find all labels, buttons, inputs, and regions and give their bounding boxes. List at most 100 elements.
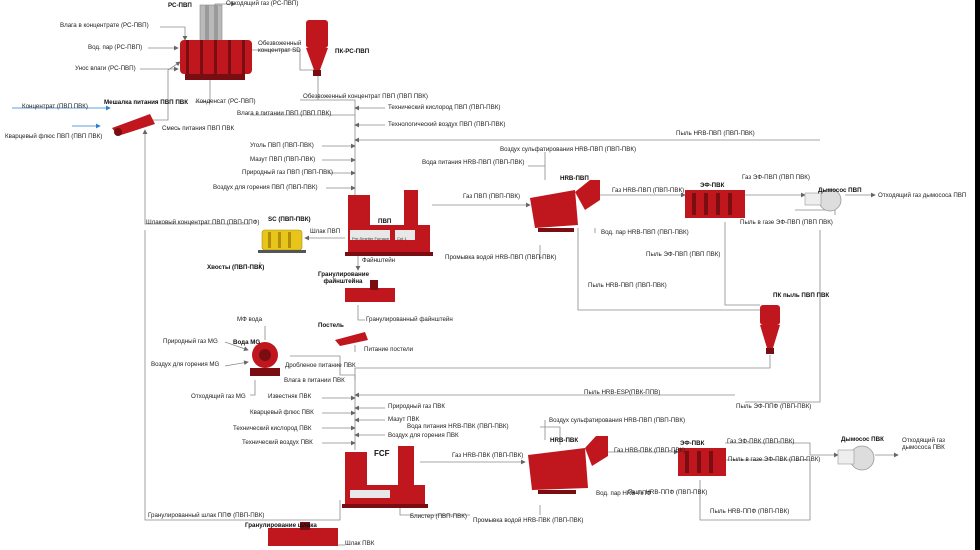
boiler-hrb-pvp[interactable] [530, 180, 600, 232]
label-concentrate: Концентрат (ПВП ПВК) [22, 103, 88, 110]
stream-comb-air-mg [224, 360, 249, 367]
label-comb-air-mg: Воздух для горения MG [151, 361, 220, 368]
label-furnace-sign2: Cpt 1 [397, 236, 407, 241]
label-crushed-feed: Дробленое питание ПВК [285, 362, 356, 369]
label-natgas-pvk: Природный газ ПВК [388, 403, 445, 410]
label-sulf-air: Воздух сульфатирования HRB-ПВП (ПВП-ПВК) [500, 146, 637, 153]
label-fuel-oil: Мазут ПВП (ПВП-ПВК) [250, 156, 316, 163]
stream-crushed [290, 355, 355, 376]
mill-mg[interactable] [250, 342, 280, 376]
cyclone-pk-rs-pvp[interactable] [306, 20, 328, 76]
label-mixer: Мешалка питания ПВП ПВК [104, 99, 189, 106]
label-gran-slag-ppf: Гранулированный шлак ППФ (ПВП-ПВК) [148, 512, 265, 519]
label-gas-pvk: Газ HRB-ПВК (ПВП-ПВК) [452, 452, 524, 459]
label-hrb-pvk: HRB-ПВК [550, 437, 579, 444]
label-feed-water: Вода питания HRB-ПВП (ПВП-ПВК) [422, 159, 525, 166]
right-edge-bar [975, 0, 980, 550]
stream-pk-return [354, 355, 771, 380]
label-feed-water-pvk: Вода питания HRB-ПВК (ПВП-ПВК) [407, 423, 509, 430]
stream-slag-conc [142, 129, 250, 225]
label-steam-hrb: Вод. пар HRB-ПВП (ПВП-ПВК) [601, 229, 689, 236]
stream-dust-hrb-ppf [699, 460, 811, 521]
label-offgas-fan-pvk: Отходящий газ дымососа ПВК [902, 437, 945, 451]
bed-unit[interactable] [335, 332, 368, 346]
stream-dust-hrb-down [577, 228, 760, 311]
stream-blister [399, 505, 470, 516]
label-dust-hrb-pvk: Пыль HRB-ППФ (ПВП-ПВК) [628, 489, 708, 496]
furnace-fcf[interactable] [342, 446, 428, 508]
label-natgas-mg: Природный газ MG [163, 338, 218, 345]
label-dust-in-gas-pvk: Пыль в газе ЭФ-ПВК (ПВП-ПВК) [728, 456, 821, 463]
furnace-pvp[interactable] [345, 190, 433, 256]
label-comb-air-pvp: Воздух для горения ПВП (ПВП-ПВК) [213, 184, 318, 191]
spiral-classifier-sc[interactable] [258, 229, 306, 253]
esp-ef-pvp[interactable] [685, 190, 745, 218]
label-dust-hrb-esp: Пыль HRB-ESP(ПВК-ППВ) [584, 389, 661, 396]
fan-pvp[interactable] [804, 188, 842, 212]
label-moist-conc: Влага в концентрате (РС-ПВП) [60, 22, 149, 29]
label-dewater-conc: Обезвоженный концентрат SD [258, 40, 302, 54]
stream-dust-ef-ppf [745, 230, 821, 403]
label-gas-hrb-pvk: Газ HRB-ПВК (ПВП-ПВК) [614, 447, 686, 454]
rotary-dryer-rs-pvp[interactable] [180, 4, 252, 80]
label-natgas-pvp: Природный газ ПВП (ПВП-ПВК) [242, 169, 333, 176]
esp-ef-pvk[interactable] [678, 448, 726, 476]
label-gas-pvp: Газ ПВП (ПВП-ПВК) [463, 193, 521, 200]
label-fcf: FCF [374, 449, 390, 458]
label-wash-water-pvk: Промывка водой HRB-ПВК (ПВП-ПВК) [473, 517, 584, 524]
label-quartz-pvk: Кварцевый флюс ПВК [250, 409, 314, 416]
label-gas-ef-pvp: Газ ЭФ-ПВП (ПВП ПВК) [742, 174, 810, 181]
label-fan-pvp: Дымосос ПВП [818, 187, 862, 194]
label-tech-air-pvk: Технический воздух ПВК [242, 439, 313, 446]
label-matte: Файнштейн [362, 257, 396, 264]
slag-granulation[interactable] [268, 522, 338, 546]
stream-gran-matte [357, 305, 365, 321]
label-gran-matte-title: Гранулирование файнштейна [318, 271, 370, 285]
label-mf-water: МФ вода [237, 316, 263, 323]
label-dust-ef-ppf: Пыль ЭФ-ППФ (ПВП-ПВК) [736, 403, 812, 410]
matte-granulation[interactable] [345, 280, 395, 302]
stream-gran-slag [144, 230, 341, 521]
stream-dryer-to-cyclone [252, 49, 319, 73]
label-tailings: Хвосты (ПВП-ПВК) [207, 264, 265, 271]
label-wash-water: Промывка водой HRB-ПВП (ПВП-ПВК) [445, 254, 557, 261]
label-offgas-mg: Отходящий газ MG [191, 393, 246, 400]
label-dust-hrb-pvp: Пыль HRB-ПВП (ПВП-ПВК) [676, 130, 755, 137]
label-sulf-air-pvk: Воздух сульфатирования HRB-ПВП (ПВП-ПВК) [549, 417, 686, 424]
mixer-pvp-pvk[interactable] [112, 114, 155, 136]
label-gas-ef-pvk: Газ ЭФ-ПВК (ПВП-ПВК) [727, 438, 795, 445]
label-bed-feed: Питание постели [364, 346, 414, 353]
label-bed: Постель [318, 322, 344, 329]
label-ef-pvk: ЭФ-ПВК [700, 182, 725, 189]
label-slag-conc: Шлаковый концентрат ПВП (ПВП-ППФ) [146, 219, 260, 226]
stream-mixer-to-dryer [150, 61, 181, 121]
label-moist-feed: Влага в питании ПВП (ПВП ПВК) [237, 110, 332, 117]
label-slag-pvk: Шлак ПВК [345, 540, 375, 547]
label-gran-matte: Гранулированный файнштейн [366, 316, 453, 323]
label-pvp: ПВП [378, 218, 392, 225]
label-dewater-conc2: Обезвоженный концентрат ПВП (ПВП ПВК) [303, 93, 428, 100]
label-furnace-sign: Pre-Smelter Furnace [352, 236, 390, 241]
label-steam-rs: Вод. пар (РС-ПВП) [88, 44, 143, 51]
label-quartz-pvp: Кварцевый флюс ПВП (ПВП ПВК) [5, 133, 103, 140]
cyclone-pk-dust[interactable] [760, 305, 780, 354]
stream-offgas-mg [250, 380, 256, 396]
boiler-hrb-pvk[interactable] [528, 436, 608, 494]
label-slag-pvp: Шлак ПВП [310, 228, 341, 235]
label-rs-pvp: РС-ПВП [168, 2, 192, 9]
stream-lines [12, 1, 899, 546]
label-offgas-rs: Отходящий газ (РС-ПВП) [226, 0, 299, 7]
label-pk-dust: ПК пыль ПВП ПВК [773, 292, 830, 299]
label-dust-hrb-ppf: Пыль HRB-ППФ (ПВП-ПВК) [710, 508, 790, 515]
label-dust-hrb2: Пыль HRB-ПВП (ПВП-ПВК) [588, 282, 667, 289]
stream-moisture-conc [160, 26, 188, 41]
label-gran-slag-title: Гранулирование шлака [245, 522, 317, 529]
label-pk-rs-pvp: ПК-РС-ПВП [335, 48, 370, 55]
label-offgas-fan-pvp: Отходящий газ дымососа ПВП [878, 192, 967, 199]
fan-pvk[interactable] [837, 445, 875, 471]
label-tech-oxy-pvp: Технический кислород ПВП (ПВП-ПВК) [388, 104, 501, 111]
label-dust-ef-pvp: Пыль ЭФ-ПВП (ПВП ПВК) [646, 251, 721, 258]
label-steam-hrb-ppf: Вод. пар HRB-ППФ [596, 490, 652, 497]
